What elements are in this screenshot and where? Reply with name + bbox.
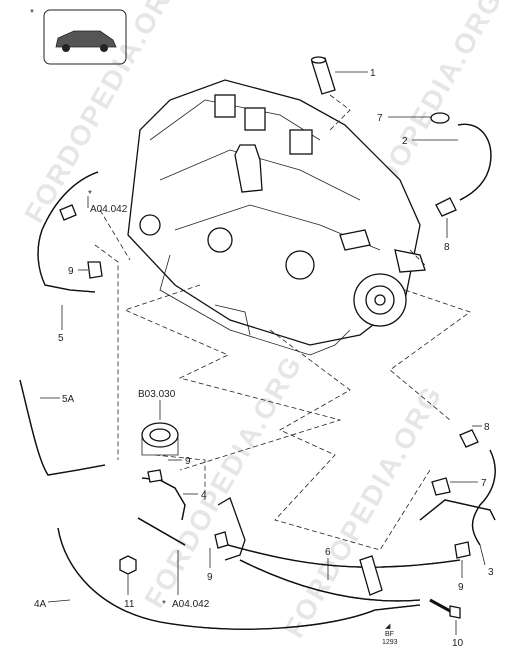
reference-a04-top: A04.042	[90, 204, 128, 215]
part-9-clip	[214, 531, 229, 549]
callout-9-left: 9	[68, 266, 74, 277]
callout-8-right: 8	[484, 422, 490, 433]
dashed-guides	[94, 209, 471, 551]
footer-code-line1: BF	[385, 631, 394, 638]
callout-7-top: 7	[377, 113, 383, 124]
oil-cooler-unit	[141, 400, 179, 456]
part-6-pipe-assembly	[209, 497, 461, 602]
right-hoses	[419, 425, 496, 578]
reference-b03: B03.030	[138, 389, 176, 400]
part-9-clip	[454, 541, 471, 559]
callout-5a: 5A	[62, 394, 75, 405]
callout-9-middle: 9	[185, 456, 191, 467]
footer-arrow-icon: ◢	[385, 623, 391, 630]
part-4a-hose	[47, 527, 421, 630]
part-7-clamp	[431, 477, 451, 496]
part-10-bolt	[429, 598, 461, 635]
callout-1: 1	[370, 68, 376, 79]
car-wheel-icon	[62, 44, 70, 52]
part-8-clip	[435, 197, 457, 217]
callout-6: 6	[325, 547, 331, 558]
vehicle-badge: *	[30, 8, 127, 65]
callout-9-bottom: 9	[207, 572, 213, 583]
part-5a-hose	[19, 379, 106, 476]
reference-labels: * A04.042 B03.030 * A04.042	[88, 189, 210, 610]
callout-4a: 4A	[34, 599, 47, 610]
callout-10: 10	[452, 638, 464, 649]
part-9-clip	[87, 261, 103, 279]
watermark-4: FORDOPEDIA.ORG	[278, 380, 448, 643]
part-1-pipe	[310, 56, 368, 131]
engine-block	[127, 79, 426, 356]
callout-2: 2	[402, 136, 408, 147]
car-silhouette-icon	[55, 30, 117, 48]
part-7-clamp	[430, 112, 450, 124]
callout-7-right: 7	[481, 478, 487, 489]
callout-3: 3	[488, 567, 494, 578]
star-top: *	[88, 189, 92, 200]
star-bottom: *	[162, 599, 166, 610]
car-wheel-icon	[100, 44, 108, 52]
callout-5: 5	[58, 333, 64, 344]
callout-8-top: 8	[444, 242, 450, 253]
footer-code: ◢ BF 1293	[382, 623, 398, 646]
callout-labels: 1 2 3 4 4A 5 5A 6 7 7 8 8 9 9 9 9 10 11	[34, 68, 494, 649]
part-8-clip	[459, 429, 479, 448]
callout-4: 4	[201, 490, 207, 501]
footer-code-line2: 1293	[382, 639, 398, 646]
part-2-hose	[388, 112, 492, 238]
callout-11: 11	[124, 599, 135, 610]
part-5-hose	[37, 171, 103, 330]
reference-a04-bottom: A04.042	[172, 599, 210, 610]
part-11-nut	[119, 555, 137, 595]
short-hose	[137, 517, 186, 595]
part-4-hose	[141, 459, 198, 521]
badge-asterisk: *	[30, 8, 34, 19]
callout-9-right: 9	[458, 582, 464, 593]
